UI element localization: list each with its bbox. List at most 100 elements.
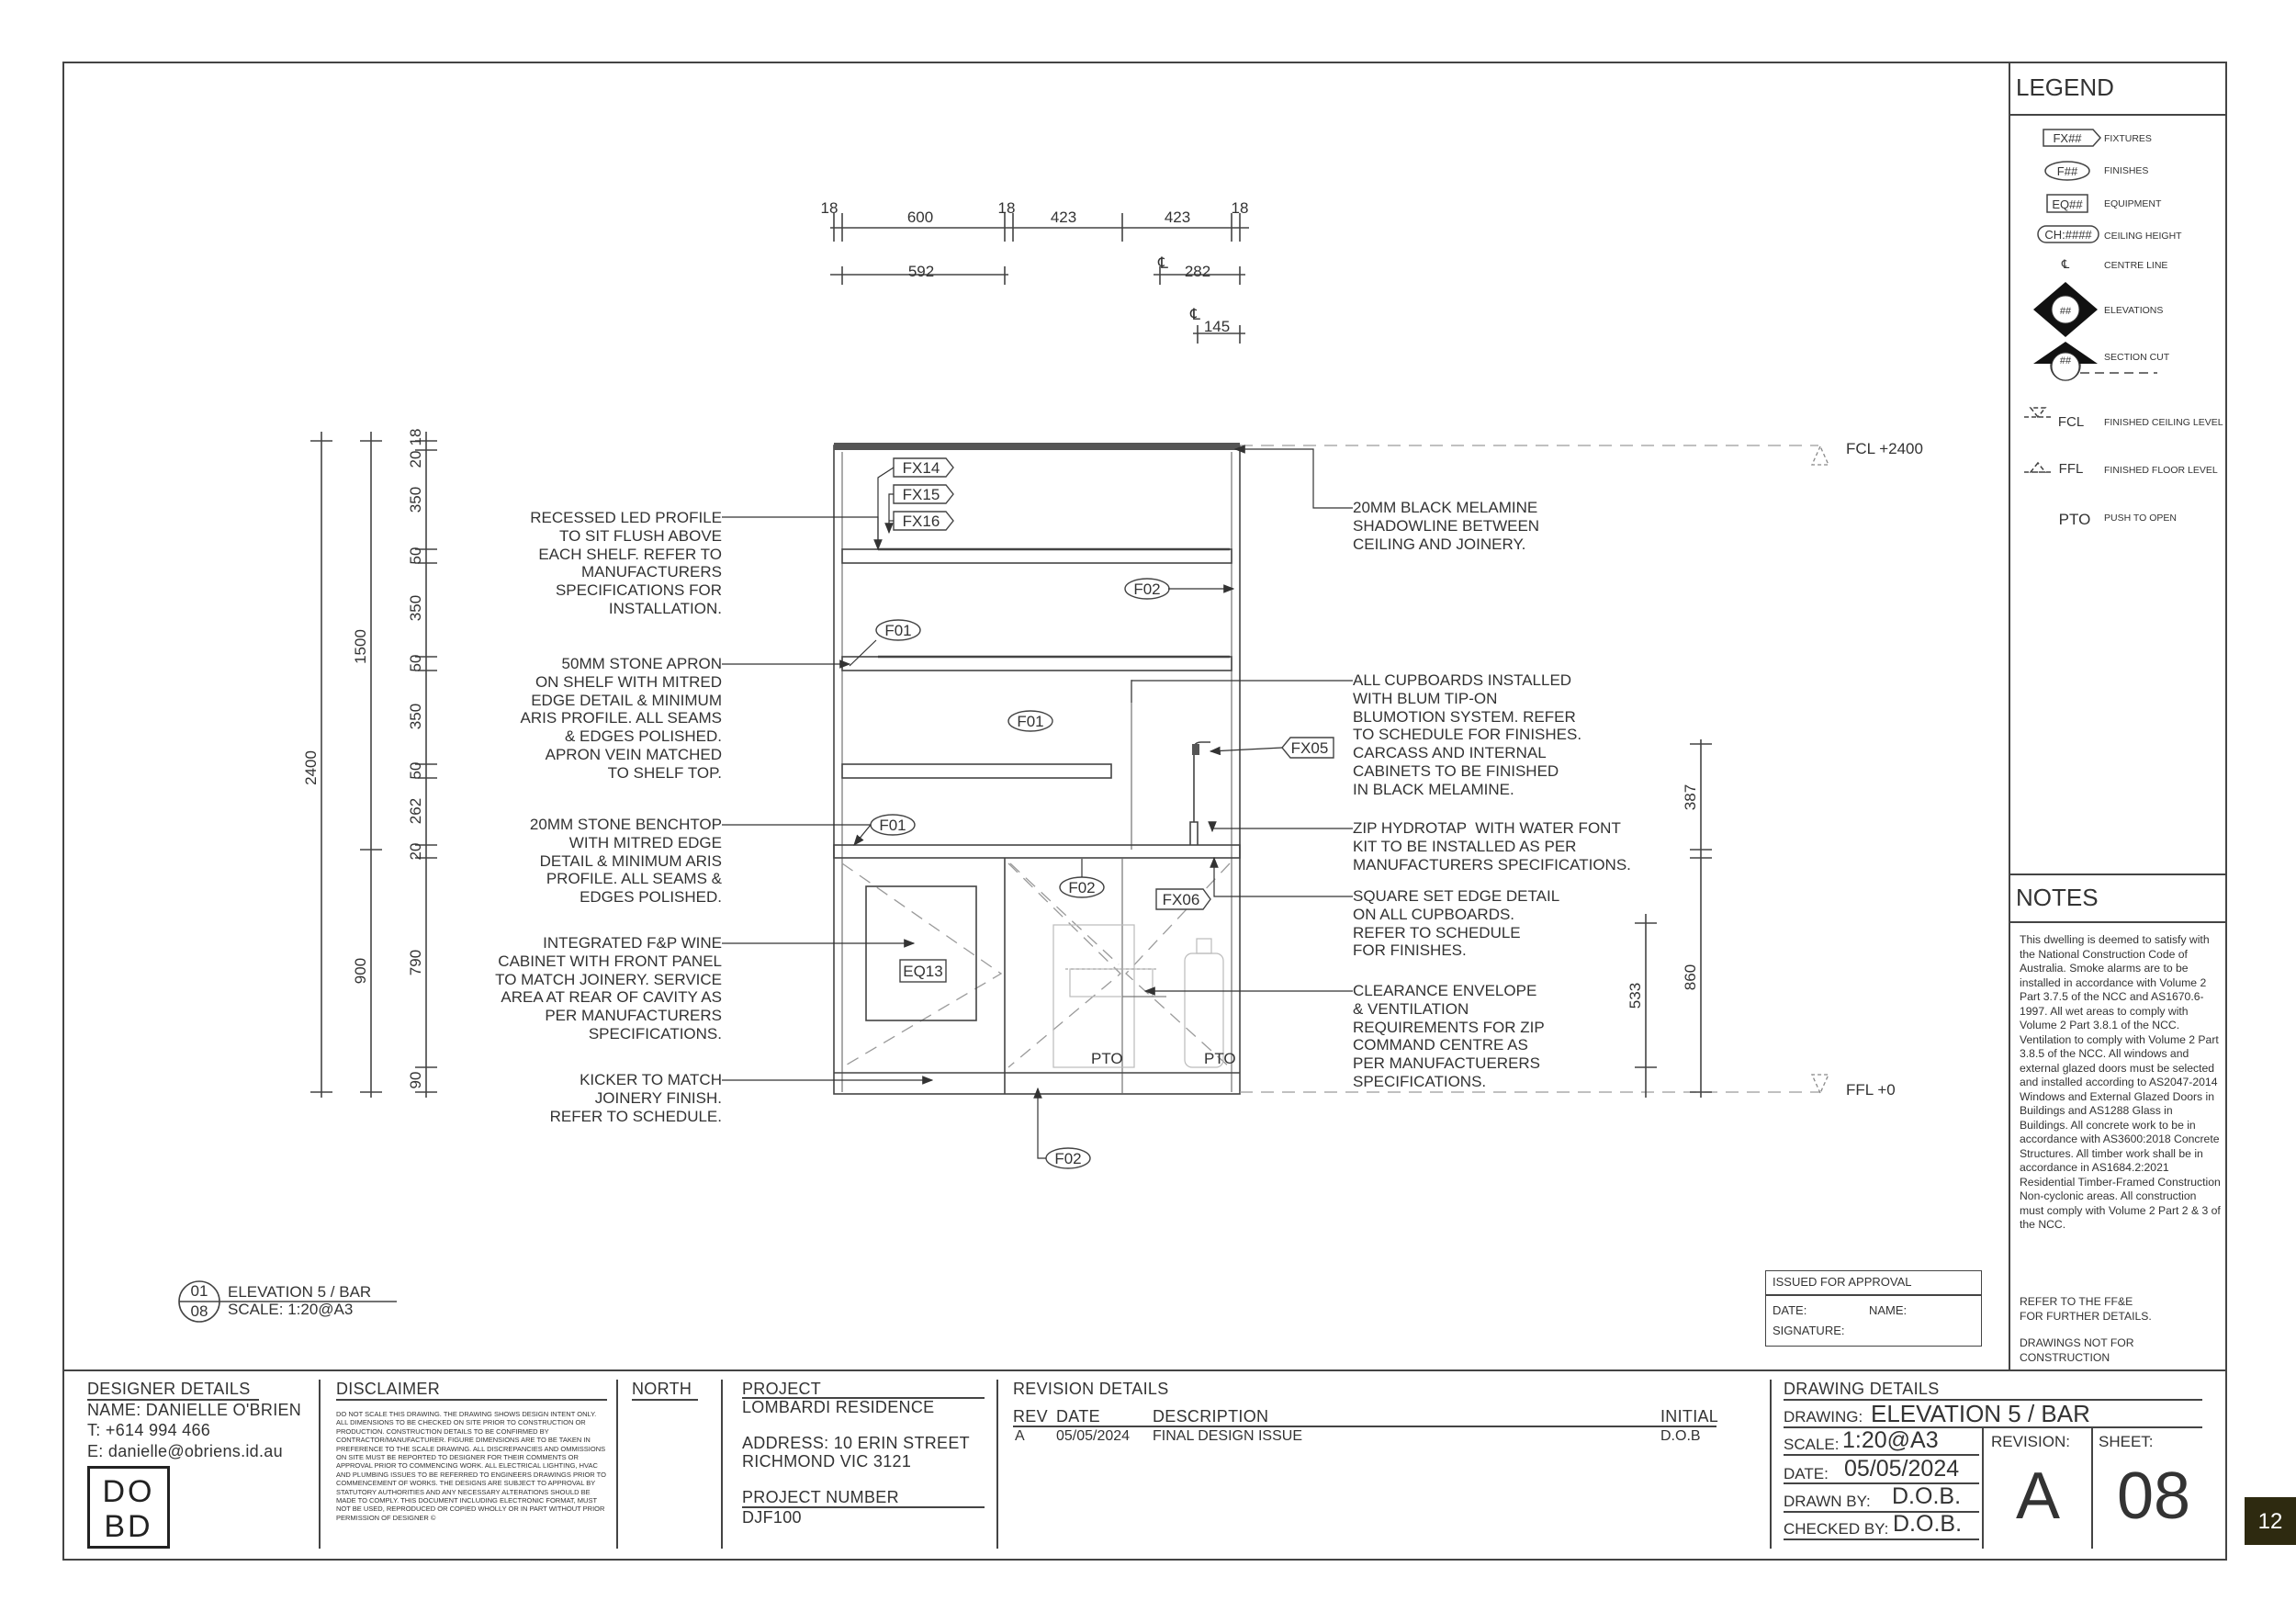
project-number-title: PROJECT NUMBER [742, 1488, 899, 1506]
view-sheet: 08 [191, 1302, 208, 1320]
designer-rule [87, 1399, 259, 1401]
legend-label-ffl: FINISHED FLOOR LEVEL [2104, 465, 2218, 476]
legend-title: LEGEND [2016, 73, 2114, 101]
dim-left-18: 18 [407, 429, 424, 446]
legend-tag-ffl: FFL [2059, 461, 2084, 477]
note-kicker: KICKER TO MATCH JOINERY FINISH. REFER TO… [549, 1071, 722, 1125]
note-stone-benchtop: 20MM STONE BENCHTOP WITH MITRED EDGE DET… [529, 816, 722, 907]
dim-left-20b: 20 [407, 843, 424, 861]
dim-top-1: 600 [907, 209, 933, 226]
dim-top-5: 18 [1232, 199, 1249, 217]
tag-f02-door: F02 [1068, 879, 1095, 896]
dim-left-350b: 350 [407, 595, 424, 621]
designer-logo: DO BD [87, 1466, 170, 1549]
tag-f02-upper: F02 [1133, 580, 1160, 598]
left-dimensions [310, 432, 437, 1098]
revision-divider [1982, 1426, 1984, 1549]
project-number: DJF100 [742, 1508, 802, 1527]
note-square-set: SQUARE SET EDGE DETAIL ON ALL CUPBOARDS.… [1353, 887, 1560, 960]
tag-f02-kicker: F02 [1054, 1150, 1081, 1167]
tag-eq13: EQ13 [903, 963, 942, 980]
north-rule [632, 1399, 698, 1401]
tag-fx16: FX16 [903, 513, 940, 530]
right-dimensions [1635, 739, 1712, 1098]
note-clearance: CLEARANCE ENVELOPE & VENTILATION REQUIRE… [1353, 982, 1545, 1090]
page-number: 12 [2257, 1509, 2283, 1534]
designer-title: DESIGNER DETAILS [87, 1380, 251, 1398]
dim-left-50c: 50 [407, 762, 424, 780]
dim-left-262: 262 [407, 798, 424, 824]
tag-f01-apron: F01 [884, 622, 911, 639]
pto-label-1: PTO [1091, 1050, 1123, 1067]
dim-left-790: 790 [407, 950, 424, 975]
date-label: DATE: [1784, 1465, 1829, 1482]
drawing-value-rule [1784, 1426, 2202, 1428]
dim-left-900: 900 [352, 958, 369, 984]
note-shadowline: 20MM BLACK MELAMINE SHADOWLINE BETWEEN C… [1353, 499, 1540, 553]
note-led-profile: RECESSED LED PROFILE TO SIT FLUSH ABOVE … [530, 509, 722, 617]
project-address-2: RICHMOND VIC 3121 [742, 1452, 912, 1471]
ffl-label: FFL +0 [1846, 1081, 1896, 1099]
notes-top-rule [2009, 873, 2227, 875]
drawing-details-title: DRAWING DETAILS [1784, 1380, 1940, 1398]
checked-by-value: D.O.B. [1893, 1511, 1963, 1537]
scale-label: SCALE: [1784, 1436, 1840, 1453]
page-number-tab: 12 [2245, 1497, 2296, 1545]
legend-tag-finishes: F## [2057, 164, 2078, 178]
designer-name: NAME: DANIELLE O'BRIEN [87, 1401, 302, 1419]
sheet-label: SHEET: [2099, 1433, 2154, 1450]
rev-header-rev: REV [1013, 1407, 1048, 1426]
drawing-label: DRAWING: [1784, 1408, 1863, 1426]
project-title: PROJECT [742, 1380, 822, 1398]
rev-row-initial: D.O.B [1660, 1428, 1701, 1444]
notes-title-rule [2009, 921, 2227, 923]
dim-right-387: 387 [1682, 784, 1699, 810]
dim-top-4: 423 [1165, 209, 1190, 226]
drawn-by-value: D.O.B. [1892, 1483, 1962, 1509]
rev-header-description: DESCRIPTION [1153, 1407, 1269, 1426]
approval-signature-label: SIGNATURE: [1773, 1324, 1845, 1337]
view-scale: SCALE: 1:20@A3 [228, 1301, 353, 1318]
legend-label-equipment: EQUIPMENT [2104, 198, 2162, 209]
disclaimer-text: DO NOT SCALE THIS DRAWING. THE DRAWING S… [336, 1410, 606, 1522]
tb-divider-1 [319, 1380, 321, 1549]
notes-body: This dwelling is deemed to satisfy with … [2020, 933, 2221, 1231]
dim-left-50a: 50 [407, 547, 424, 565]
north-title: NORTH [632, 1380, 692, 1398]
legend-label-fcl: FINISHED CEILING LEVEL [2104, 417, 2223, 428]
dim-top-2: 18 [998, 199, 1016, 217]
disclaimer-rule [336, 1399, 607, 1401]
note-zip-hydrotap: ZIP HYDROTAP WITH WATER FONT KIT TO BE I… [1353, 819, 1631, 873]
dim-left-2400: 2400 [302, 750, 320, 785]
tb-divider-4 [996, 1380, 998, 1549]
fcl-symbol [1810, 445, 1830, 466]
legend-divider [2009, 62, 2010, 1371]
revision-header-rule [1013, 1426, 1716, 1427]
project-rule [742, 1397, 985, 1399]
dim-left-20a: 20 [407, 451, 424, 468]
rev-row-description: FINAL DESIGN ISSUE [1153, 1428, 1302, 1444]
legend-label-pto: PUSH TO OPEN [2104, 513, 2177, 524]
rev-header-date: DATE [1056, 1407, 1100, 1426]
dim-second-0: 592 [908, 263, 934, 280]
dim-right-860: 860 [1682, 964, 1699, 990]
legend-tag-section: ## [2060, 355, 2072, 366]
date-value: 05/05/2024 [1844, 1456, 1960, 1482]
dim-left-50b: 50 [407, 655, 424, 672]
project-number-rule [742, 1506, 985, 1508]
note-wine-cabinet: INTEGRATED F&P WINE CABINET WITH FRONT P… [495, 934, 722, 1043]
tag-fx14: FX14 [903, 459, 940, 477]
titleblock-top-rule [62, 1369, 2227, 1371]
pto-label-2: PTO [1204, 1050, 1236, 1067]
legend-label-fixtures: FIXTURES [2104, 133, 2152, 144]
approval-name-label: NAME: [1869, 1303, 1908, 1317]
rev-row-rev: A [1015, 1428, 1025, 1444]
legend-symbols: FX## F## EQ## CH:#### ℄ ## ## FCL FFL PT… [2024, 129, 2157, 528]
fcl-label: FCL +2400 [1846, 440, 1923, 457]
logo-top: DO [102, 1474, 155, 1509]
drawing-details-rule [1784, 1399, 2202, 1401]
tag-fx15: FX15 [903, 486, 940, 503]
drawn-by-label: DRAWN BY: [1784, 1493, 1871, 1510]
legend-tag-fcl: FCL [2058, 414, 2084, 430]
legend-label-finishes: FINISHES [2104, 165, 2149, 176]
